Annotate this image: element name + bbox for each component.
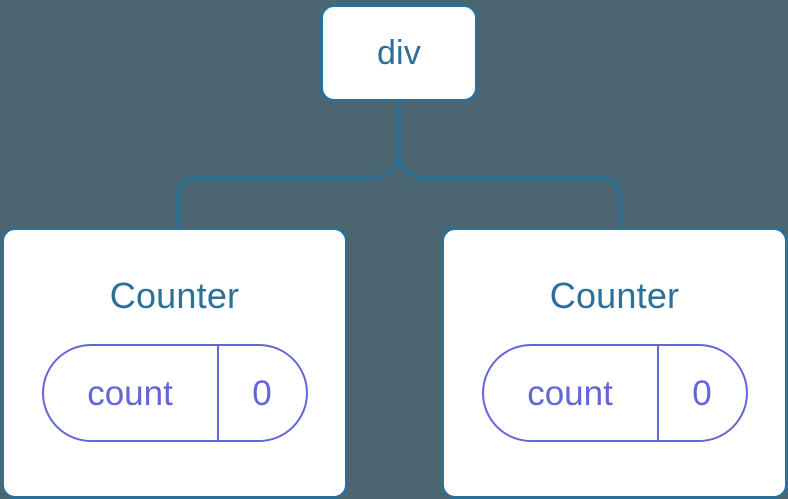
- tree-node-counter-1-label: Counter: [549, 275, 680, 316]
- tree-node-counter-1[interactable]: Counter count 0: [441, 227, 788, 499]
- state-value-counter-1: 0: [692, 373, 712, 413]
- connector-root-to-right-child: [397, 100, 622, 230]
- tree-node-root-label: div: [376, 34, 422, 72]
- state-pill-counter-1[interactable]: count 0: [481, 344, 748, 442]
- state-pill-counter-0[interactable]: count 0: [41, 344, 308, 442]
- state-value-counter-0: 0: [252, 373, 272, 413]
- state-key-counter-0: count: [44, 346, 219, 440]
- tree-node-counter-0[interactable]: Counter count 0: [1, 227, 348, 499]
- tree-node-counter-0-label: Counter: [109, 275, 240, 316]
- connector-root-to-left-child: [176, 100, 401, 230]
- tree-node-root[interactable]: div: [320, 4, 478, 102]
- state-key-counter-1: count: [484, 346, 659, 440]
